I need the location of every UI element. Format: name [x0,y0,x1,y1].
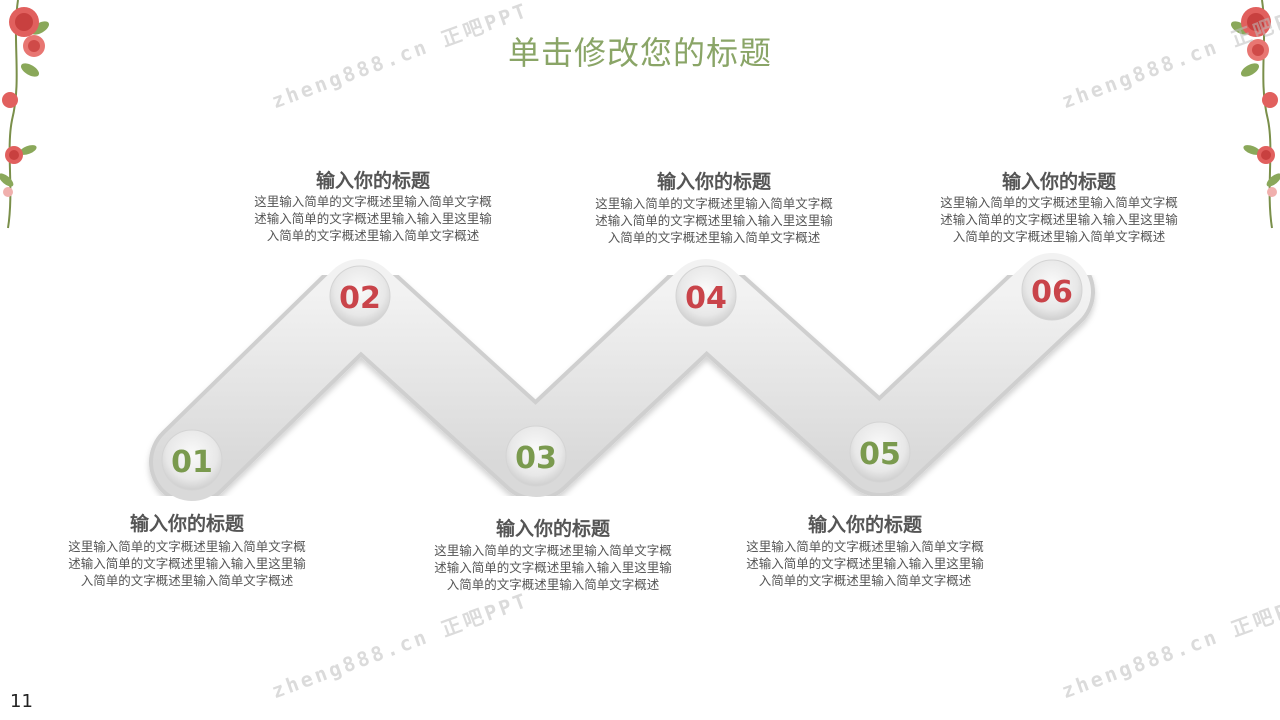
desc-line: 这里输入简单的文字概述里输入简单文字概 [940,195,1178,210]
desc-line: 这里输入简单的文字概述里输入简单文字概 [746,539,984,554]
desc-line: 述输入简单的文字概述里输入输入里这里输 [434,560,672,575]
desc-line: 述输入简单的文字概述里输入输入里这里输 [68,556,306,571]
desc-line: 述输入简单的文字概述里输入输入里这里输 [746,556,984,571]
desc-line: 入简单的文字概述里输入简单文字概述 [952,229,1166,244]
badge-number: 03 [515,441,557,476]
badge-number: 04 [685,281,727,316]
badge-03[interactable]: 03 [505,425,567,487]
badge-number: 01 [171,445,213,480]
flower-decoration-right [1230,0,1280,229]
desc-line: 这里输入简单的文字概述里输入简单文字概 [595,196,833,211]
ribbon-path [153,253,1091,501]
page-number: 11 [10,691,33,712]
step-desc-02[interactable]: 这里输入简单的文字概述里输入简单文字概 述输入简单的文字概述里输入输入里这里输 … [233,193,513,244]
desc-line: 述输入简单的文字概述里输入输入里这里输 [254,211,492,226]
step-title-01[interactable]: 输入你的标题 [129,513,244,535]
badge-01[interactable]: 01 [161,429,223,491]
desc-line: 这里输入简单的文字概述里输入简单文字概 [254,194,492,209]
badge-number: 05 [859,437,901,472]
step-desc-01[interactable]: 这里输入简单的文字概述里输入简单文字概 述输入简单的文字概述里输入输入里这里输 … [47,538,327,589]
step-title-02[interactable]: 输入你的标题 [315,170,430,192]
step-title-04[interactable]: 输入你的标题 [656,171,771,193]
badge-02[interactable]: 02 [329,265,391,327]
desc-line: 入简单的文字概述里输入简单文字概述 [446,577,660,592]
step-desc-04[interactable]: 这里输入简单的文字概述里输入简单文字概 述输入简单的文字概述里输入输入里这里输 … [574,195,854,246]
step-title-03[interactable]: 输入你的标题 [495,518,610,540]
desc-line: 入简单的文字概述里输入简单文字概述 [607,230,821,245]
desc-line: 入简单的文字概述里输入简单文字概述 [80,573,294,588]
desc-line: 这里输入简单的文字概述里输入简单文字概 [68,539,306,554]
step-title-05[interactable]: 输入你的标题 [807,514,922,536]
badge-number: 02 [339,281,381,316]
step-desc-06[interactable]: 这里输入简单的文字概述里输入简单文字概 述输入简单的文字概述里输入输入里这里输 … [919,194,1199,245]
desc-line: 入简单的文字概述里输入简单文字概述 [758,573,972,588]
badge-05[interactable]: 05 [849,421,911,483]
flower-decoration-left [0,0,50,229]
badge-04[interactable]: 04 [675,265,737,327]
desc-line: 述输入简单的文字概述里输入输入里这里输 [940,212,1178,227]
slide-title[interactable]: 单击修改您的标题 [507,34,772,72]
desc-line: 这里输入简单的文字概述里输入简单文字概 [434,543,672,558]
step-title-06[interactable]: 输入你的标题 [1001,171,1116,193]
badge-number: 06 [1031,275,1073,310]
desc-line: 入简单的文字概述里输入简单文字概述 [266,228,480,243]
badge-06[interactable]: 06 [1021,259,1083,321]
step-desc-03[interactable]: 这里输入简单的文字概述里输入简单文字概 述输入简单的文字概述里输入输入里这里输 … [413,542,693,593]
step-desc-05[interactable]: 这里输入简单的文字概述里输入简单文字概 述输入简单的文字概述里输入输入里这里输 … [725,538,1005,589]
desc-line: 述输入简单的文字概述里输入输入里这里输 [595,213,833,228]
